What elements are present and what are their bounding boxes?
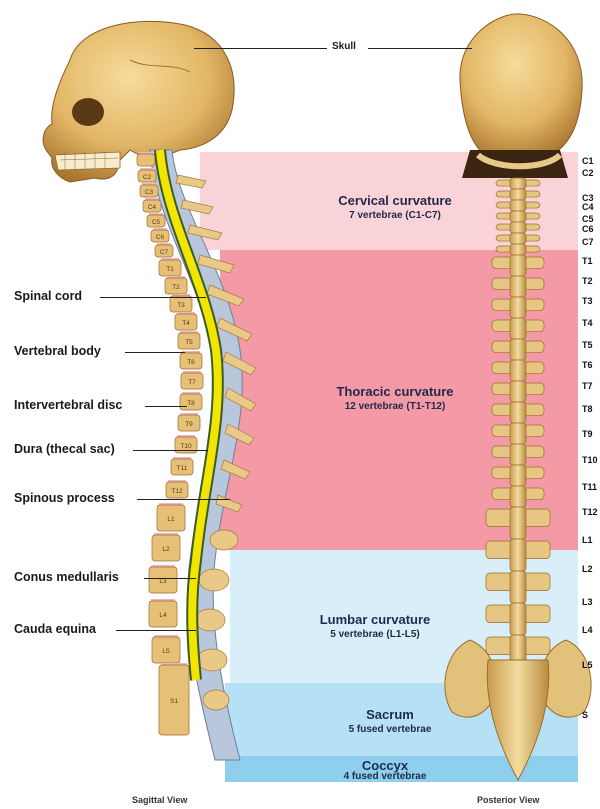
- skull-label: Skull: [332, 41, 356, 52]
- vertebra-label-c1: C1: [582, 156, 594, 166]
- thoracic-subtitle: 12 vertebrae (T1-T12): [275, 401, 515, 412]
- posterior-vertebra: [496, 222, 540, 233]
- vertebra-body-label: T3: [177, 302, 185, 309]
- posterior-column: [486, 178, 550, 667]
- vertebra-body-label: T9: [185, 421, 193, 428]
- vertebra-label-c4: C4: [582, 202, 594, 212]
- vertebra-label-t10: T10: [582, 455, 598, 465]
- vertebra-body-label: T7: [188, 379, 196, 386]
- label-intervertebral-disc: Intervertebral disc: [14, 398, 122, 412]
- leader-intervertebral-disc: [145, 406, 187, 407]
- vertebra-label-t2: T2: [582, 276, 593, 286]
- label-vertebral-body: Vertebral body: [14, 344, 101, 358]
- posterior-vertebra: [486, 539, 550, 571]
- vertebra-body-label: C5: [152, 219, 161, 226]
- leader-vertebral-body: [125, 352, 185, 353]
- vertebra-label-t7: T7: [582, 381, 593, 391]
- posterior-vertebra: [486, 571, 550, 603]
- vertebra-body-label: T2: [172, 284, 180, 291]
- posterior-vertebra: [492, 423, 544, 444]
- vertebra-body-label: T5: [185, 339, 193, 346]
- leader-spinous-process: [137, 499, 230, 500]
- vertebra-body-label: L3: [159, 578, 167, 585]
- vertebra-label-c6: C6: [582, 224, 594, 234]
- posterior-vertebra: [492, 465, 544, 486]
- posterior-vertebra: [496, 233, 540, 244]
- vertebra-body-label: L5: [162, 648, 170, 655]
- leader-spinal-cord: [100, 297, 206, 298]
- leader-cauda-equina: [116, 630, 196, 631]
- posterior-vertebra: [492, 444, 544, 465]
- vertebra-body-label: T6: [187, 359, 195, 366]
- vertebra-body-label: T10: [180, 443, 192, 450]
- vertebra-body-label: L4: [159, 612, 167, 619]
- vertebra-body-label: T1: [166, 266, 174, 273]
- vertebra-body-label: T12: [171, 488, 183, 495]
- posterior-vertebra: [496, 178, 540, 189]
- vertebra-body-label: T8: [187, 400, 195, 407]
- vertebra-label-s: S: [582, 710, 588, 720]
- cervical-title: Cervical curvature: [275, 193, 515, 208]
- vertebra-label-c5: C5: [582, 214, 594, 224]
- posterior-vertebra: [492, 318, 544, 339]
- skull-leader-left: [194, 48, 327, 49]
- vertebra-body-label: C6: [156, 234, 165, 241]
- posterior-vertebra: [486, 603, 550, 635]
- label-dura: Dura (thecal sac): [14, 442, 115, 456]
- vertebral-body: [137, 154, 155, 166]
- posterior-vertebra: [492, 255, 544, 276]
- vertebra-label-l4: L4: [582, 625, 593, 635]
- vertebra-body-label: T4: [182, 320, 190, 327]
- vertebra-body-label: C3: [145, 189, 154, 196]
- vertebra-label-l2: L2: [582, 564, 593, 574]
- sacrum-title: Sacrum: [270, 707, 510, 722]
- lumbar-subtitle: 5 vertebrae (L1-L5): [255, 629, 495, 640]
- vertebra-body-label: T11: [177, 465, 188, 472]
- posterior-vertebra: [496, 244, 540, 255]
- vertebra-body-label: C4: [148, 204, 157, 211]
- posterior-skull: [460, 14, 582, 178]
- vertebra-label-t12: T12: [582, 507, 598, 517]
- vertebra-label-t1: T1: [582, 256, 593, 266]
- vertebra-label-t11: T11: [582, 482, 597, 492]
- coccyx-subtitle: 4 fused vertebrae: [265, 771, 505, 782]
- posterior-vertebra: [492, 339, 544, 360]
- vertebra-label-t4: T4: [582, 318, 593, 328]
- vertebra-body-label: C7: [160, 249, 169, 256]
- label-spinal-cord: Spinal cord: [14, 289, 82, 303]
- vertebra-body-label: L1: [167, 516, 175, 523]
- caption-sagittal: Sagittal View: [132, 795, 187, 805]
- vertebra-label-t5: T5: [582, 340, 593, 350]
- vertebra-label-t8: T8: [582, 404, 593, 414]
- caption-posterior: Posterior View: [477, 795, 539, 805]
- leader-conus-medullaris: [144, 578, 196, 579]
- label-conus-medullaris: Conus medullaris: [14, 570, 119, 584]
- posterior-vertebra: [492, 360, 544, 381]
- vertebra-label-l1: L1: [582, 535, 593, 545]
- posterior-vertebra: [492, 276, 544, 297]
- posterior-vertebra: [486, 507, 550, 539]
- label-spinous-process: Spinous process: [14, 491, 115, 505]
- vertebra-label-l5: L5: [582, 660, 593, 670]
- vertebra-body-label: S1: [170, 698, 178, 705]
- vertebra-label-t9: T9: [582, 429, 593, 439]
- vertebra-body-label: C2: [143, 174, 152, 181]
- posterior-vertebra: [492, 486, 544, 507]
- posterior-vertebra: [492, 297, 544, 318]
- cervical-subtitle: 7 vertebrae (C1-C7): [275, 210, 515, 221]
- vertebra-label-c7: C7: [582, 237, 594, 247]
- leader-dura: [133, 450, 208, 451]
- vertebra-label-l3: L3: [582, 597, 593, 607]
- vertebra-body-label: L2: [162, 546, 170, 553]
- label-cauda-equina: Cauda equina: [14, 622, 96, 636]
- thoracic-title: Thoracic curvature: [275, 384, 515, 399]
- vertebra-label-t6: T6: [582, 360, 593, 370]
- vertebra-label-c2: C2: [582, 168, 594, 178]
- lumbar-title: Lumbar curvature: [255, 612, 495, 627]
- skull-leader-right: [368, 48, 472, 49]
- vertebra-label-t3: T3: [582, 296, 593, 306]
- sacrum-subtitle: 5 fused vertebrae: [270, 724, 510, 735]
